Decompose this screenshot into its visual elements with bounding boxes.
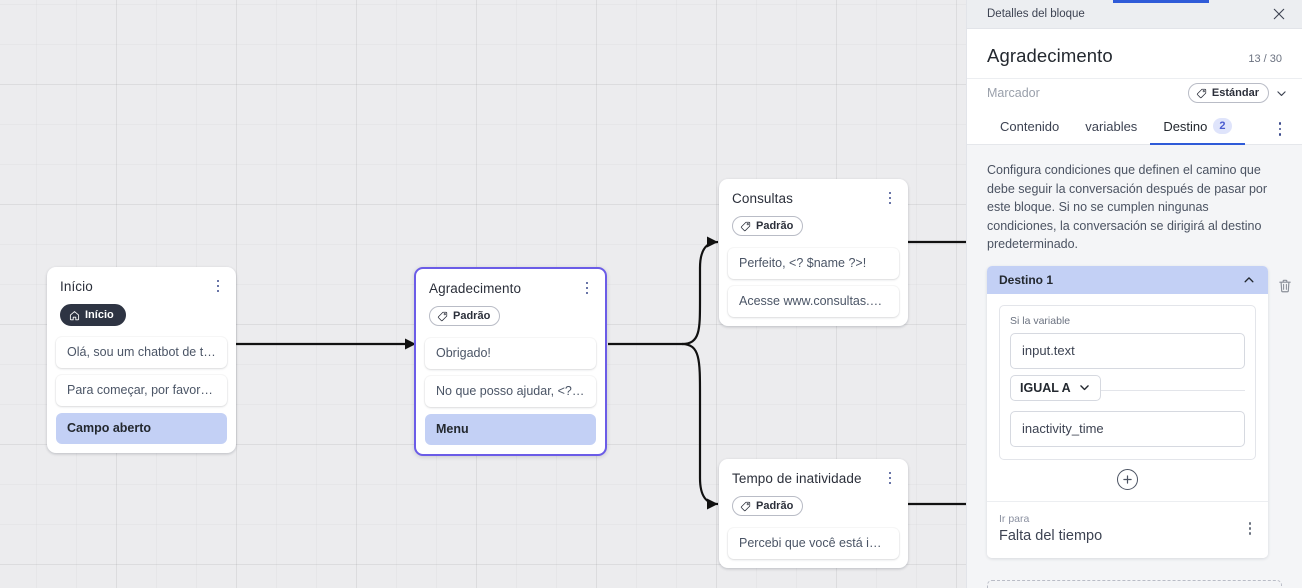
destination-title: Destino 1	[999, 272, 1054, 287]
goto-card[interactable]: Ir para Falta del tiempo	[987, 500, 1268, 558]
node-badge-padrao[interactable]: Padrão	[732, 216, 804, 236]
goto-label: Ir para	[999, 512, 1030, 525]
node-row-highlighted[interactable]: Menu	[425, 413, 596, 445]
node-badge-row: Padrão	[719, 207, 908, 248]
tab-contenido[interactable]: Contenido	[987, 112, 1072, 145]
node-row[interactable]: Percebi que você está inativo. C...	[728, 527, 899, 559]
flow-node-inicio[interactable]: Início Início Olá, sou um chatbot de tes…	[47, 267, 236, 453]
add-destination-button[interactable]: Agregar destino	[987, 579, 1282, 588]
destination-card: Destino 1 Si la variable input.text	[987, 265, 1268, 558]
node-row-highlighted[interactable]: Campo aberto	[56, 413, 227, 444]
tag-icon	[740, 501, 751, 511]
goto-menu-button[interactable]	[1240, 518, 1260, 540]
tab-label: variables	[1085, 119, 1138, 134]
node-badge-label: Início	[85, 309, 114, 321]
destination-body: Si la variable input.text IGUAL A	[987, 294, 1268, 501]
marcador-value-label: Estándar	[1211, 87, 1259, 99]
marcador-label: Marcador	[987, 86, 1040, 100]
node-title: Consultas	[732, 191, 793, 206]
block-title-row: Agradecimento 13 / 30	[967, 29, 1302, 78]
tag-icon	[437, 311, 448, 321]
tabs-more-menu-icon[interactable]	[1270, 114, 1290, 144]
operator-divider	[1010, 389, 1245, 391]
operator-select[interactable]: IGUAL A	[1010, 374, 1101, 401]
compare-value-input[interactable]: inactivity_time	[1010, 410, 1245, 447]
node-header: Início	[47, 267, 236, 295]
marcador-value-pill[interactable]: Estándar	[1187, 83, 1269, 103]
tag-icon	[740, 221, 751, 231]
node-menu-button[interactable]	[881, 189, 899, 207]
node-menu-button[interactable]	[578, 279, 596, 297]
node-header: Agradecimento	[416, 269, 605, 297]
node-badge-label: Padrão	[756, 500, 794, 512]
chevron-down-icon[interactable]	[1275, 87, 1288, 100]
flow-node-consultas[interactable]: Consultas Padrão Perfeito, <? $name ?>! …	[719, 179, 908, 326]
node-title: Tempo de inatividade	[732, 471, 862, 486]
node-rows: Percebi que você está inativo. C...	[719, 527, 908, 568]
char-counter: 13 / 30	[1248, 53, 1282, 65]
tab-badge-count: 2	[1213, 118, 1232, 134]
destination-description: Configura condiciones que definen el cam…	[987, 163, 1268, 251]
node-rows: Obrigado! No que posso ajudar, <? $name …	[416, 337, 605, 454]
operator-row: IGUAL A	[1010, 374, 1245, 405]
home-icon	[69, 310, 80, 320]
close-icon[interactable]	[1270, 5, 1288, 23]
destination-header[interactable]: Destino 1	[987, 265, 1268, 294]
plus-circle-icon[interactable]	[1117, 468, 1138, 490]
node-badge-row: Padrão	[416, 297, 605, 338]
panel-header: Detalles del bloque	[967, 0, 1302, 29]
operator-label: IGUAL A	[1020, 380, 1071, 395]
top-accent-bar	[1113, 0, 1209, 3]
condition-box: Si la variable input.text IGUAL A	[999, 304, 1256, 460]
variable-input[interactable]: input.text	[1010, 332, 1245, 369]
panel-tabs: Contenido variables Destino 2	[967, 111, 1302, 145]
goto-value: Falta del tiempo	[999, 527, 1103, 544]
tab-label: Destino	[1163, 118, 1208, 134]
node-badge-label: Padrão	[453, 310, 491, 322]
node-badge-inicio[interactable]: Início	[60, 304, 126, 326]
node-menu-button[interactable]	[881, 469, 899, 487]
node-title: Início	[60, 279, 93, 294]
panel-scroll-area[interactable]: Configura condiciones que definen el cam…	[967, 145, 1302, 588]
page-title: Agradecimento	[987, 45, 1113, 66]
node-badge-padrao[interactable]: Padrão	[429, 306, 501, 326]
block-details-panel: Detalles del bloque Agradecimento 13 / 3…	[966, 0, 1302, 588]
flow-node-tempo-de-inatividade[interactable]: Tempo de inatividade Padrão Percebi que …	[719, 459, 908, 568]
chevron-up-icon[interactable]	[1242, 273, 1256, 287]
node-badge-label: Padrão	[756, 220, 794, 232]
condition-label: Si la variable	[1010, 314, 1071, 327]
node-row[interactable]: Acesse www.consultas.com par...	[728, 285, 899, 317]
node-row[interactable]: Para começar, por favor digite o ...	[56, 375, 227, 406]
node-row[interactable]: Perfeito, <? $name ?>!	[728, 247, 899, 279]
marcador-control[interactable]: Estándar	[1187, 83, 1288, 103]
node-menu-button[interactable]	[209, 277, 227, 295]
node-row[interactable]: Olá, sou um chatbot de teste!	[56, 337, 227, 368]
panel-header-title: Detalles del bloque	[987, 8, 1085, 20]
node-rows: Olá, sou um chatbot de teste! Para começ…	[47, 337, 236, 453]
tag-icon	[1196, 88, 1207, 98]
node-header: Tempo de inatividade	[719, 459, 908, 487]
goto-texts: Ir para Falta del tiempo	[999, 512, 1102, 546]
tab-label: Contenido	[1000, 119, 1060, 134]
tab-variables[interactable]: variables	[1072, 112, 1150, 145]
node-row[interactable]: Obrigado!	[425, 337, 596, 369]
marcador-row: Marcador Estándar	[967, 78, 1302, 111]
node-row[interactable]: No que posso ajudar, <? $name ...	[425, 375, 596, 407]
node-header: Consultas	[719, 179, 908, 207]
flow-node-agradecimento[interactable]: Agradecimento Padrão Obrigado! No que po…	[414, 267, 607, 456]
panel-body: Agradecimento 13 / 30 Marcador Estándar	[967, 29, 1302, 145]
node-badge-padrao[interactable]: Padrão	[732, 496, 804, 516]
flow-canvas[interactable]: Início Início Olá, sou um chatbot de tes…	[0, 0, 966, 588]
add-condition-row	[999, 460, 1256, 492]
node-badge-row: Padrão	[719, 487, 908, 528]
node-rows: Perfeito, <? $name ?>! Acesse www.consul…	[719, 247, 908, 326]
node-badge-row: Início	[47, 295, 236, 337]
trash-icon	[1279, 279, 1291, 292]
chevron-down-icon	[1079, 385, 1089, 391]
destination-wrapper: Destino 1 Si la variable input.text	[967, 265, 1302, 558]
tab-destino[interactable]: Destino 2	[1150, 111, 1245, 145]
delete-destination-button[interactable]	[1268, 266, 1302, 294]
node-title: Agradecimento	[429, 281, 522, 296]
